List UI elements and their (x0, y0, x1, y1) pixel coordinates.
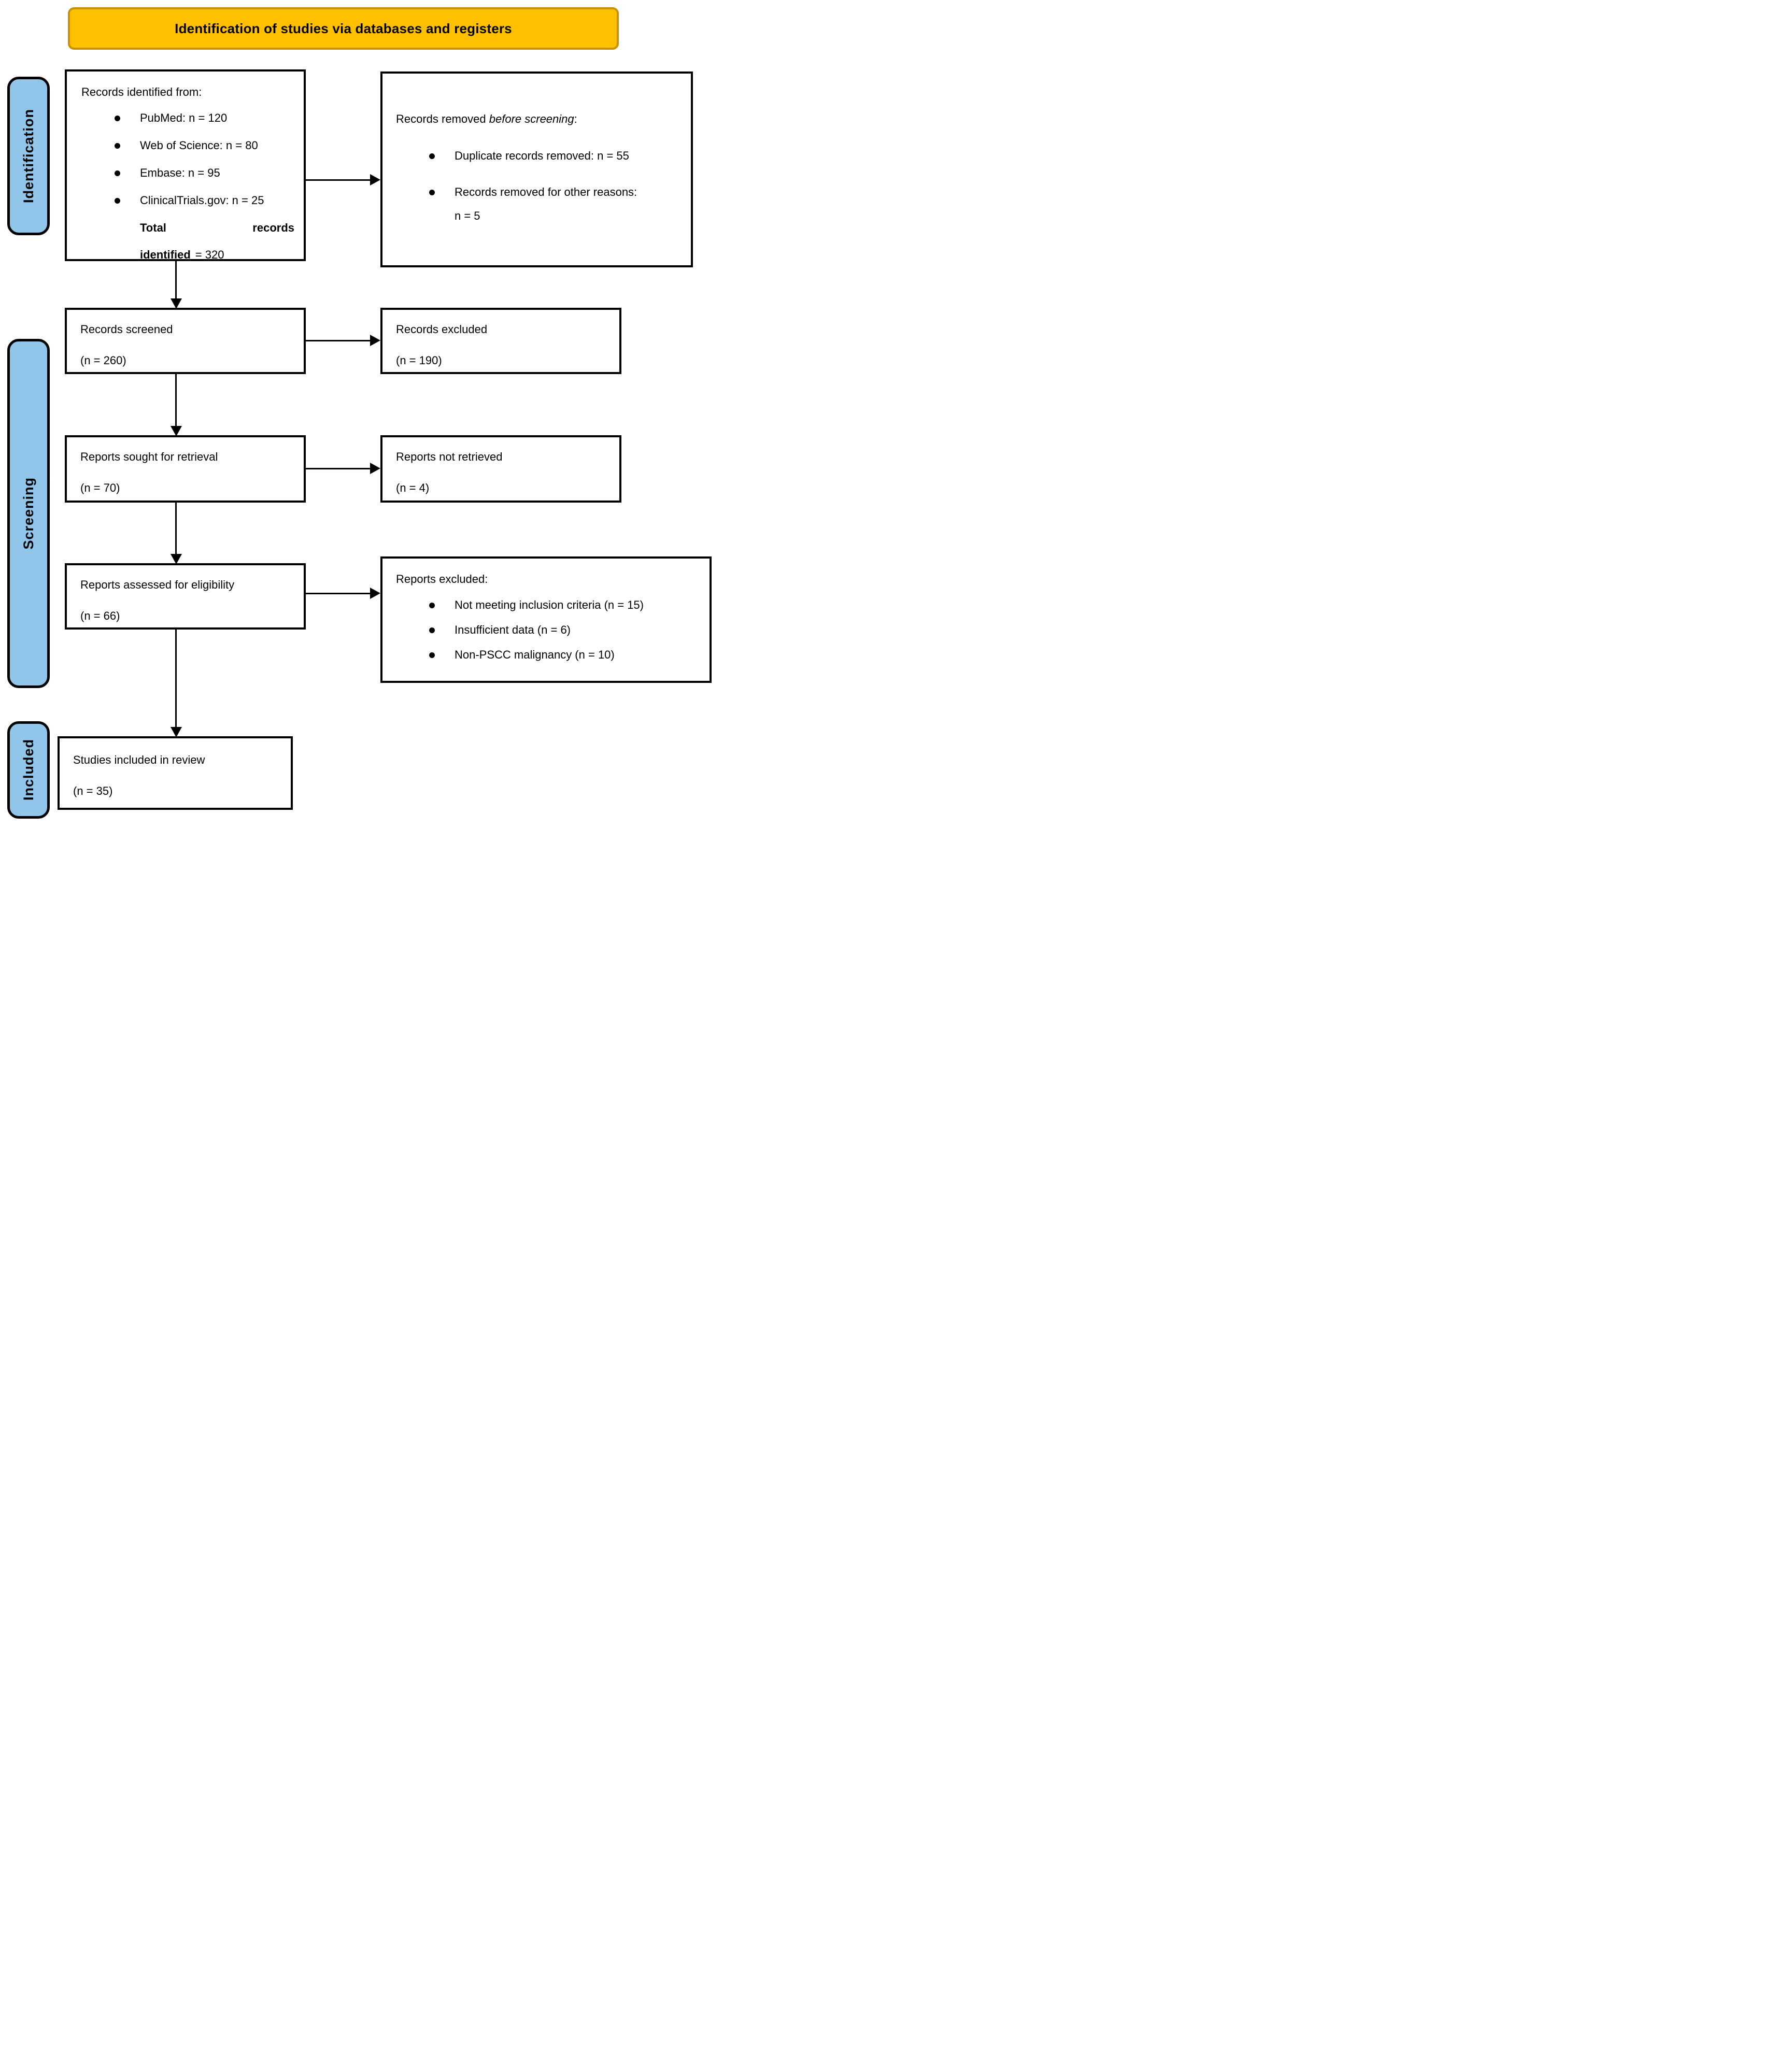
bullet-dot-icon (429, 627, 435, 633)
box-line1: Records excluded (396, 323, 488, 336)
stage-label-identification: Identification (20, 109, 36, 203)
list-item-text: Duplicate records removed: n = 55 (455, 149, 629, 162)
arrowhead-right-icon (370, 463, 380, 474)
arrow-screened-to-sought (175, 374, 177, 427)
bullet-dot-icon (429, 603, 435, 608)
box-reports-sought: Reports sought for retrieval (n = 70) (65, 435, 306, 503)
box-reports-assessed: Reports assessed for eligibility (n = 66… (65, 563, 306, 630)
box-reports-not-retrieved: Reports not retrieved (n = 4) (380, 435, 621, 503)
arrowhead-right-icon (370, 588, 380, 599)
box-line2: (n = 66) (80, 609, 120, 622)
list-item: PubMed: n = 120 (81, 110, 294, 126)
box-line2: (n = 260) (80, 354, 126, 367)
box-line1: Reports sought for retrieval (80, 450, 218, 463)
bullet-dot-icon (115, 116, 120, 121)
box-records-identified-title: Records identified from: (81, 85, 202, 98)
box-line2: (n = 70) (80, 481, 120, 494)
total-value: = 320 (195, 248, 224, 261)
arrow-assessed-to-excluded (306, 593, 372, 594)
arrowhead-down-icon (171, 554, 182, 564)
bullet-dot-icon (115, 143, 120, 149)
box-records-removed-title: Records removed before screening: (396, 111, 679, 127)
list-item: Non-PSCC malignancy (n = 10) (396, 647, 700, 663)
total-records-line1: Total records (81, 220, 294, 236)
bullet-dot-icon (115, 170, 120, 176)
arrowhead-down-icon (171, 426, 182, 436)
box-line2: (n = 4) (396, 481, 430, 494)
list-item-text: Insufficient data (n = 6) (455, 623, 571, 636)
bullet-dot-icon (429, 652, 435, 658)
box-reports-excluded: Reports excluded: Not meeting inclusion … (380, 556, 712, 683)
records-identified-list: PubMed: n = 120 Web of Science: n = 80 E… (81, 110, 294, 209)
list-item-text: Not meeting inclusion criteria (n = 15) (455, 598, 644, 611)
box-line2: (n = 35) (73, 784, 113, 797)
list-item-text: Embase: n = 95 (140, 166, 220, 179)
arrow-sought-to-assessed (175, 503, 177, 555)
list-item: Not meeting inclusion criteria (n = 15) (396, 597, 700, 613)
list-item: Web of Science: n = 80 (81, 137, 294, 154)
bullet-dot-icon (429, 153, 435, 159)
arrow-sought-to-notretrieved (306, 468, 372, 469)
list-item-text: Web of Science: n = 80 (140, 139, 258, 152)
list-item: Records removed for other reasons: n = 5 (396, 180, 679, 228)
arrow-identified-to-removed (306, 179, 372, 181)
records-removed-list: Duplicate records removed: n = 55 Record… (396, 132, 679, 228)
bullet-dot-icon (429, 190, 435, 195)
box-line1: Reports not retrieved (396, 450, 503, 463)
arrow-assessed-to-included (175, 630, 177, 728)
prisma-flow-diagram: Identification of studies via databases … (0, 0, 715, 829)
box-reports-excluded-title: Reports excluded: (396, 573, 488, 585)
reports-excluded-list: Not meeting inclusion criteria (n = 15) … (396, 597, 700, 663)
total-word: Total (140, 221, 166, 234)
title-text: : (574, 112, 577, 125)
box-records-removed: Records removed before screening: Duplic… (380, 72, 693, 267)
list-item: Insufficient data (n = 6) (396, 622, 700, 638)
diagram-title: Identification of studies via databases … (175, 20, 512, 36)
total-records-line2: identified = 320 (81, 247, 294, 263)
box-line2: (n = 190) (396, 354, 442, 367)
list-item-text: Records removed for other reasons: n = 5 (455, 185, 637, 222)
box-studies-included: Studies included in review (n = 35) (58, 736, 293, 810)
box-records-screened: Records screened (n = 260) (65, 308, 306, 374)
stage-tab-screening: Screening (7, 339, 50, 688)
diagram-title-banner: Identification of studies via databases … (68, 7, 619, 50)
list-item: ClinicalTrials.gov: n = 25 (81, 192, 294, 209)
arrowhead-down-icon (171, 727, 182, 737)
list-item: Duplicate records removed: n = 55 (396, 144, 679, 168)
total-word: identified (140, 248, 191, 261)
total-word: records (252, 221, 294, 234)
arrow-screened-to-excluded (306, 340, 372, 341)
stage-tab-identification: Identification (7, 77, 50, 235)
box-line1: Studies included in review (73, 753, 205, 766)
box-line1: Records screened (80, 323, 173, 336)
box-line1: Reports assessed for eligibility (80, 578, 235, 591)
list-item-text: Non-PSCC malignancy (n = 10) (455, 648, 615, 661)
list-item: Embase: n = 95 (81, 165, 294, 181)
stage-tab-included: Included (7, 721, 50, 819)
arrowhead-right-icon (370, 174, 380, 185)
stage-label-included: Included (20, 739, 36, 801)
title-text: Records removed (396, 112, 489, 125)
title-italic-text: before screening (489, 112, 574, 125)
box-records-identified: Records identified from: PubMed: n = 120… (65, 69, 306, 261)
arrowhead-right-icon (370, 335, 380, 346)
bullet-dot-icon (115, 198, 120, 204)
stage-label-screening: Screening (20, 477, 36, 550)
arrow-identified-to-screened (175, 261, 177, 299)
list-item-text: PubMed: n = 120 (140, 111, 228, 124)
list-item-text: ClinicalTrials.gov: n = 25 (140, 194, 264, 207)
arrowhead-down-icon (171, 298, 182, 309)
box-records-excluded: Records excluded (n = 190) (380, 308, 621, 374)
